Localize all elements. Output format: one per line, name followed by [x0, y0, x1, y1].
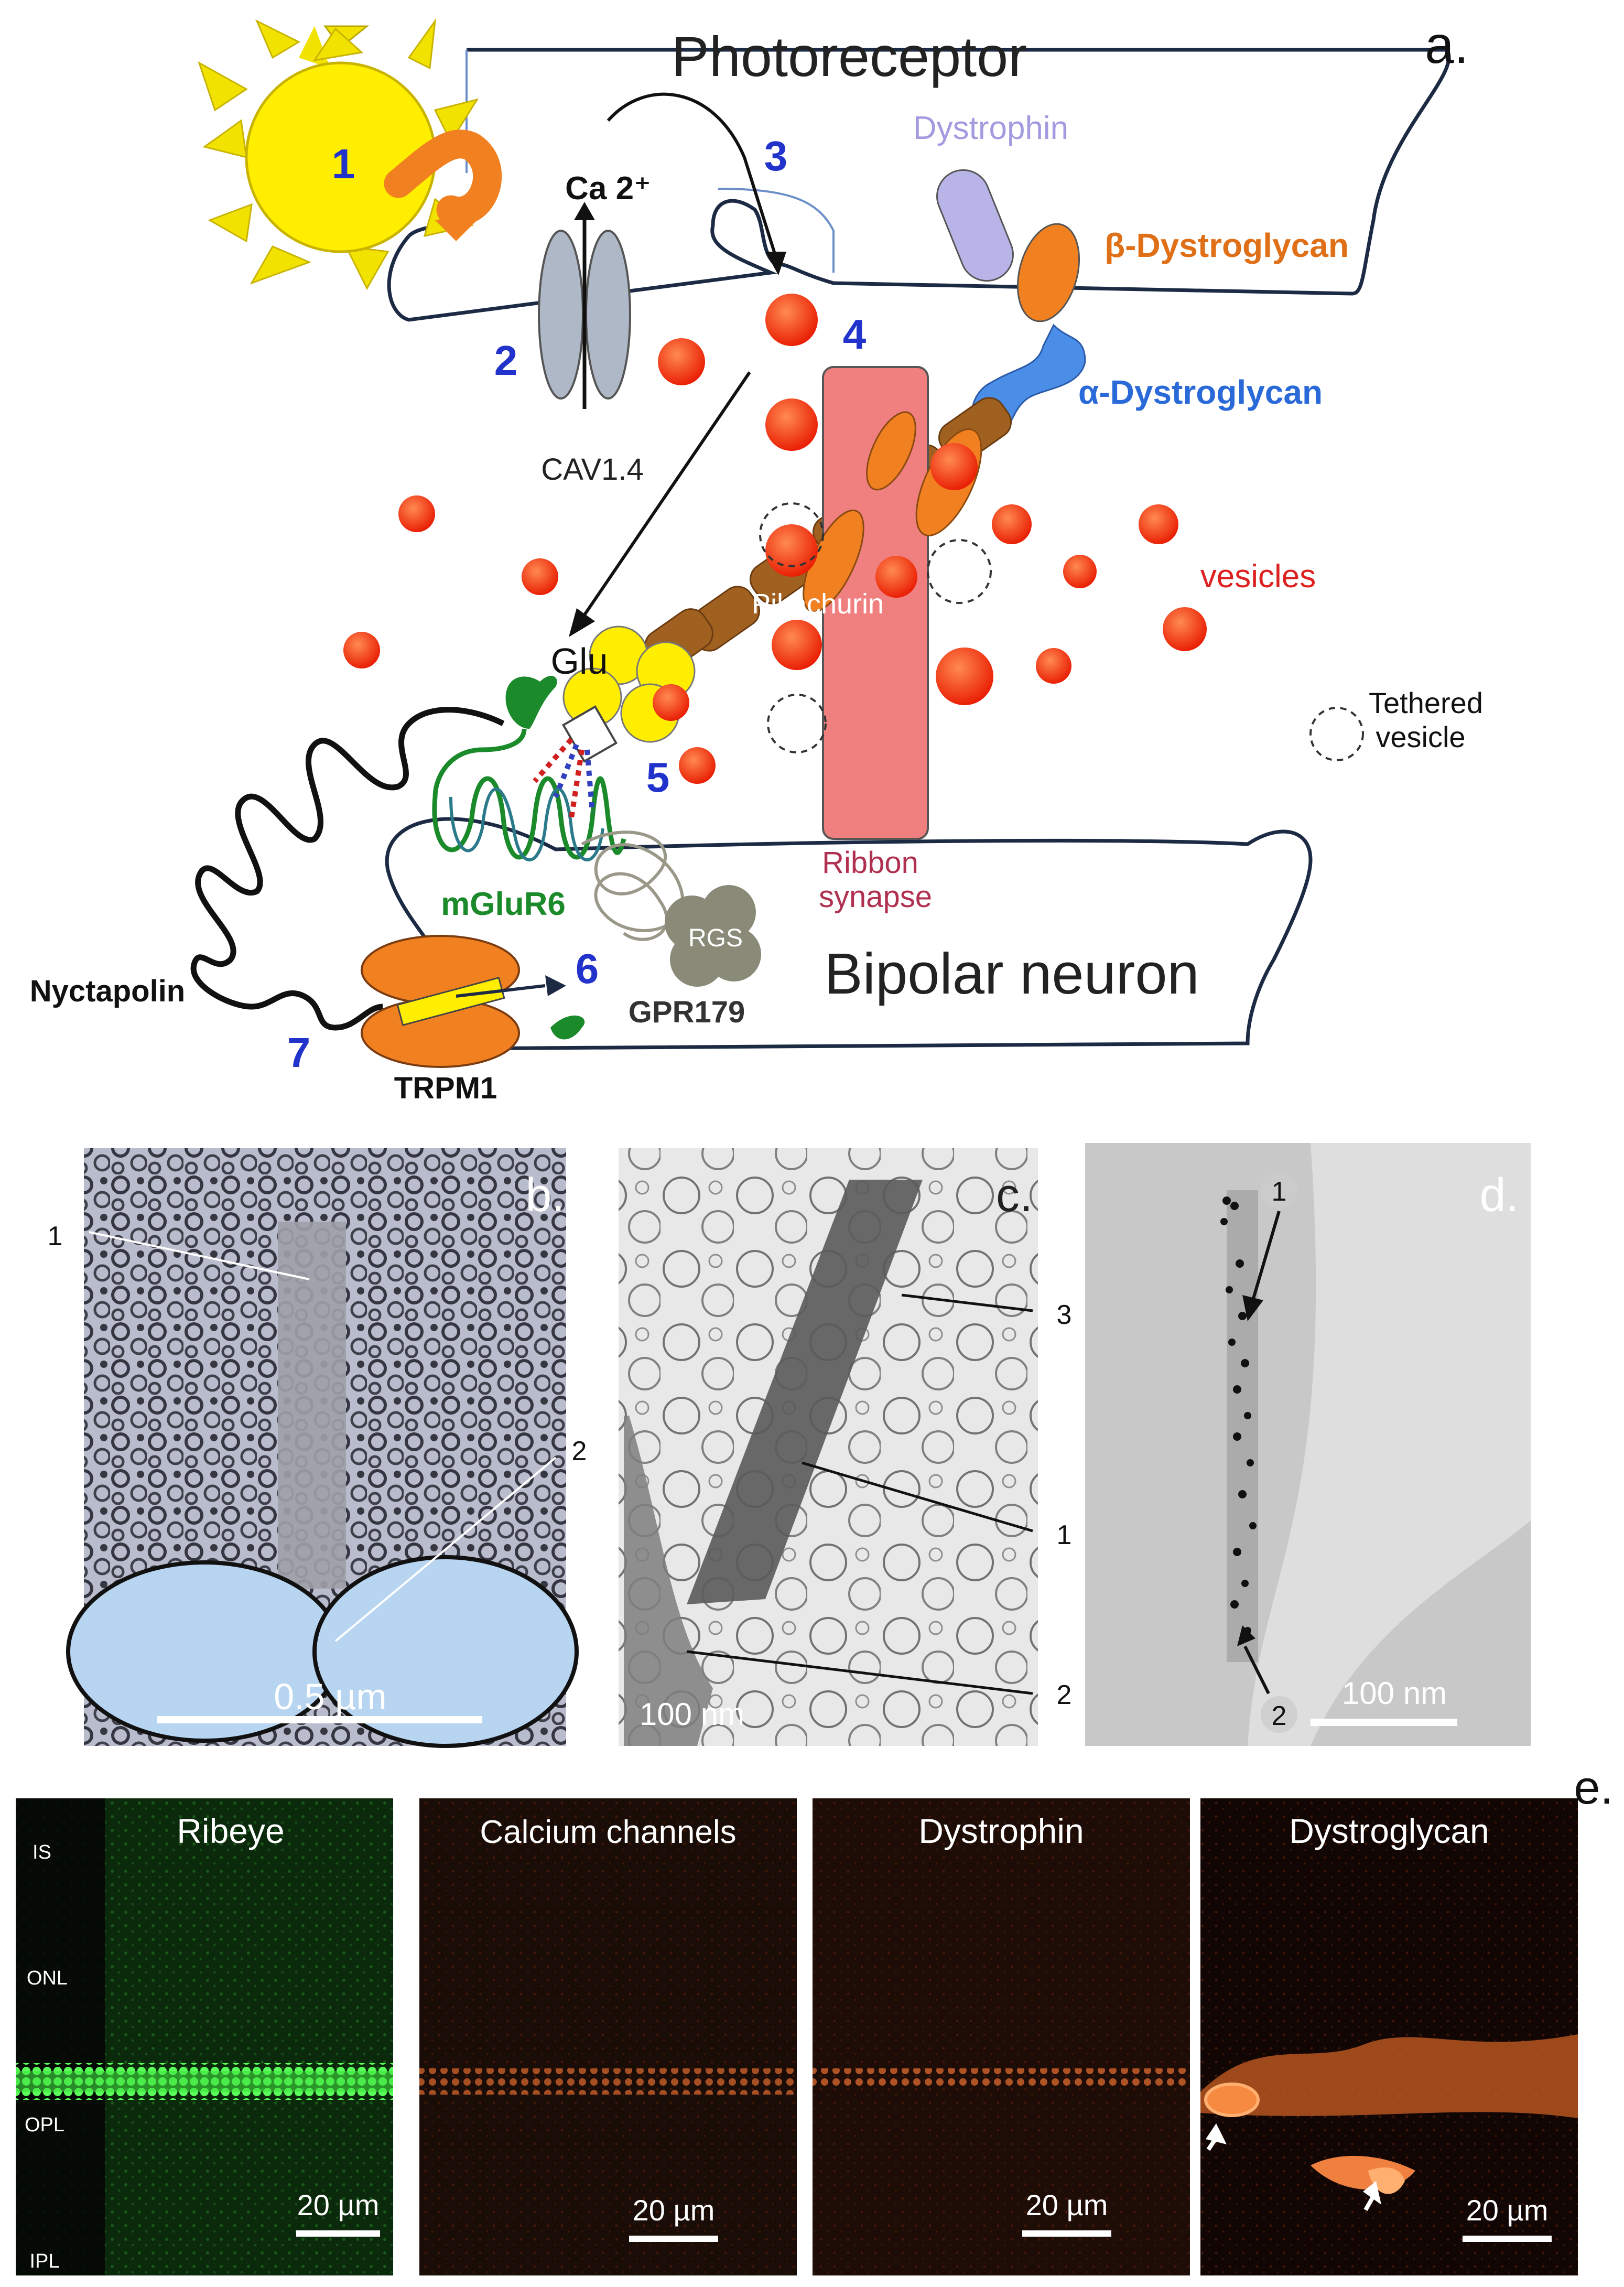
ca-label: Ca 2⁺ — [565, 170, 651, 207]
marker-label: 1 — [1057, 1520, 1072, 1550]
trpm1-label: TRPM1 — [394, 1071, 497, 1105]
scale-bar-label: 20 µm — [633, 2194, 715, 2227]
rgs-shape — [665, 885, 761, 987]
panel-e-dystrophin: Dystrophin 20 µm — [813, 1798, 1190, 2275]
panel-d: 1 2 d. 100 nm — [1085, 1143, 1531, 1746]
gpr179-tangle — [581, 830, 685, 941]
panel-b-label: b. — [525, 1169, 565, 1222]
step-number: 1 — [332, 141, 355, 187]
vesicles-label: vesicles — [1200, 558, 1316, 595]
scale-bar-label: 20 µm — [1466, 2194, 1549, 2227]
exocytosis-arrow-icon — [607, 92, 777, 257]
panel-c: c. 3 1 2 100 nm — [619, 1148, 1071, 1746]
beta-dg-label: β-Dystroglycan — [1105, 226, 1349, 264]
nyctapolin-label: Nyctapolin — [30, 974, 186, 1008]
photoreceptor-title: Photoreceptor — [672, 25, 1027, 88]
panel-e-ribeye: Ribeye IS ONL OPL IPL 20 µm — [16, 1798, 393, 2275]
mglur6-label: mGluR6 — [441, 886, 566, 922]
scale-bar-label: 0.5 µm — [274, 1676, 386, 1717]
stain-title: Calcium channels — [480, 1814, 736, 1850]
bipolar-membrane — [385, 817, 1313, 1051]
marker-label: 1 — [1272, 1177, 1287, 1207]
marker-label: 1 — [48, 1221, 63, 1252]
panel-b: 0.5 µm b. 1 2 — [48, 1148, 587, 1748]
gold-particles — [1220, 1196, 1257, 1634]
beta-dystroglycan-shape — [1016, 223, 1080, 322]
tethered-label: vesicle — [1376, 720, 1465, 753]
panel-a-label: a. — [1425, 16, 1468, 74]
panel-e-calcium: Calcium channels 20 µm — [419, 1798, 797, 2275]
step-number: 5 — [646, 754, 670, 801]
glu-binding-icon — [505, 676, 557, 729]
step-number: 4 — [843, 311, 867, 358]
alpha-dg-label: α-Dystroglycan — [1078, 373, 1323, 411]
scale-bar-label: 100 nm — [640, 1697, 744, 1732]
stain-title: Dystrophin — [918, 1811, 1084, 1850]
glu-label: Glu — [551, 641, 608, 682]
panel-c-label: c. — [996, 1169, 1033, 1222]
cav14-channel — [538, 202, 631, 409]
marker-label: 2 — [1057, 1680, 1072, 1710]
marker-label: 2 — [572, 1436, 587, 1466]
layer-label: IS — [33, 1841, 51, 1863]
step-number: 6 — [576, 945, 599, 992]
stain-title: Dystroglycan — [1289, 1811, 1489, 1850]
layer-label: IPL — [29, 2250, 59, 2272]
step-number: 7 — [287, 1029, 311, 1076]
marker-label: 2 — [1272, 1701, 1287, 1731]
step-number: 2 — [494, 337, 518, 384]
panel-e-dystroglycan: Dystroglycan 20 µm — [1200, 1798, 1578, 2275]
dystrophin-shape — [936, 169, 1014, 282]
cav-label: CAV1.4 — [541, 452, 644, 487]
light-arrow-icon — [384, 130, 502, 225]
layer-label: ONL — [27, 1967, 68, 1989]
ribbon-label: Ribbon — [822, 846, 918, 880]
nyctapolin-coil — [190, 707, 505, 1031]
stain-title: Ribeye — [177, 1811, 284, 1850]
dystrophin-label: Dystrophin — [913, 110, 1068, 146]
step-number: 3 — [764, 133, 788, 179]
pikachurin-label: Pikachurin — [752, 588, 884, 620]
panel-d-label: d. — [1479, 1169, 1519, 1222]
trpm1-channel — [361, 935, 585, 1068]
layer-label: OPL — [25, 2114, 64, 2136]
bipolar-title: Bipolar neuron — [824, 942, 1199, 1006]
scale-bar-label: 20 µm — [297, 2188, 380, 2221]
rgs-label: RGS — [688, 924, 743, 952]
gpr179-label: GPR179 — [629, 995, 745, 1029]
ribbon-label: synapse — [819, 880, 932, 914]
marker-label: 3 — [1057, 1300, 1072, 1330]
tethered-label: Tethered — [1369, 686, 1483, 719]
scale-bar-label: 20 µm — [1026, 2188, 1108, 2221]
scale-bar-label: 100 nm — [1342, 1676, 1447, 1711]
panel-a: 1 Ca 2⁺ CAV1.4 2 Photoreceptor a. 3 4 Dy… — [30, 16, 1483, 1105]
panel-e-label: e. — [1574, 1762, 1613, 1814]
